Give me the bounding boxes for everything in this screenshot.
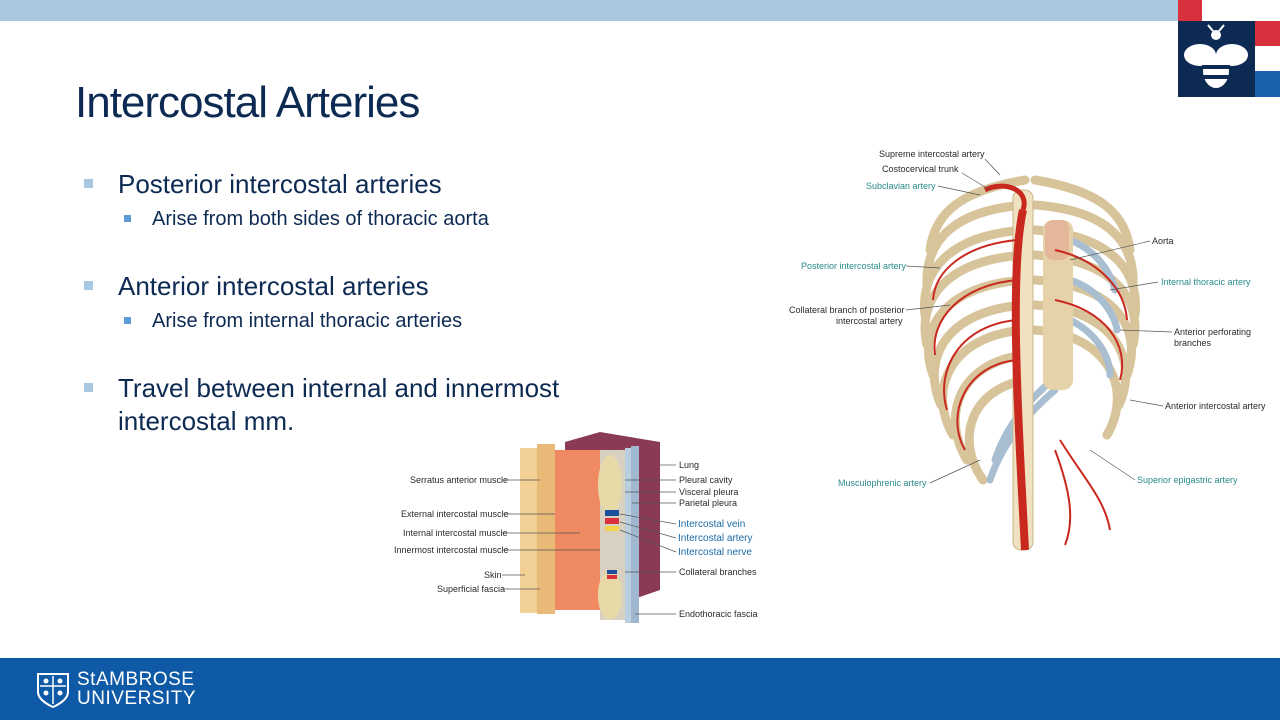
label-skin: Skin [484,570,502,580]
page-title: Intercostal Arteries [75,78,420,127]
university-name-line2: UNIVERSITY [77,688,197,709]
label-superficial-fascia: Superficial fascia [437,584,506,594]
logo-navy-block [1178,21,1255,97]
label-serratus-anterior: Serratus anterior muscle [410,475,509,485]
label-external-intercostal: External intercostal muscle [401,509,509,519]
top-accent-bar [0,0,1178,21]
label-anterior-intercostal: Anterior intercostal artery [1165,401,1266,411]
corner-logo [1178,0,1280,97]
label-posterior-intercostal: Posterior intercostal artery [801,261,907,271]
university-crest-icon [37,673,69,708]
label-internal-intercostal: Internal intercostal muscle [403,528,508,538]
bullet-list: Posterior intercostal arteries Arise fro… [82,168,642,438]
label-endothoracic-fascia: Endothoracic fascia [679,609,758,619]
label-musculophrenic: Musculophrenic artery [838,478,927,488]
label-innermost-intercostal: Innermost intercostal muscle [394,545,509,555]
label-intercostal-vein: Intercostal vein [678,519,746,530]
sub-bullet-item: Arise from both sides of thoracic aorta [82,205,642,233]
university-name-line1: StAMBROSE [77,669,195,690]
label-collateral-branch-line1: Collateral branch of posterior [789,305,905,315]
logo-blue-block-right [1255,71,1280,97]
label-internal-thoracic: Internal thoracic artery [1161,277,1251,287]
label-anterior-perforating-line1: Anterior perforating [1174,327,1252,337]
intercostal-section-illustration [520,432,660,623]
label-intercostal-artery: Intercostal artery [678,533,753,544]
bee-icon [1184,24,1248,88]
label-intercostal-nerve: Intercostal nerve [678,547,752,558]
bullet-item: Anterior intercostal arteries [82,270,642,303]
bullet-item: Posterior intercostal arteries [82,168,642,201]
label-pleural-cavity: Pleural cavity [679,475,733,485]
label-anterior-perforating-line2: branches [1174,338,1212,348]
label-superior-epigastric: Superior epigastric artery [1137,475,1238,485]
label-collateral-branches: Collateral branches [679,567,757,577]
logo-red-block-right [1255,21,1280,46]
label-parietal-pleura: Parietal pleura [679,498,738,508]
thorax-illustration [919,175,1141,551]
footer-bar: StAMBROSE UNIVERSITY [0,658,1280,720]
label-collateral-branch-line2: intercostal artery [836,316,903,326]
university-name: StAMBROSE UNIVERSITY [77,670,196,708]
logo-red-block [1178,0,1202,21]
label-subclavian-artery: Subclavian artery [866,181,936,191]
label-aorta: Aorta [1152,236,1174,246]
bullet-item: Travel between internal and innermost in… [82,372,642,438]
sub-bullet-item: Arise from internal thoracic arteries [82,307,642,335]
label-supreme-intercostal: Supreme intercostal artery [879,149,985,159]
label-visceral-pleura: Visceral pleura [679,487,739,497]
label-costocervical-trunk: Costocervical trunk [882,164,959,174]
label-lung: Lung [679,460,700,470]
